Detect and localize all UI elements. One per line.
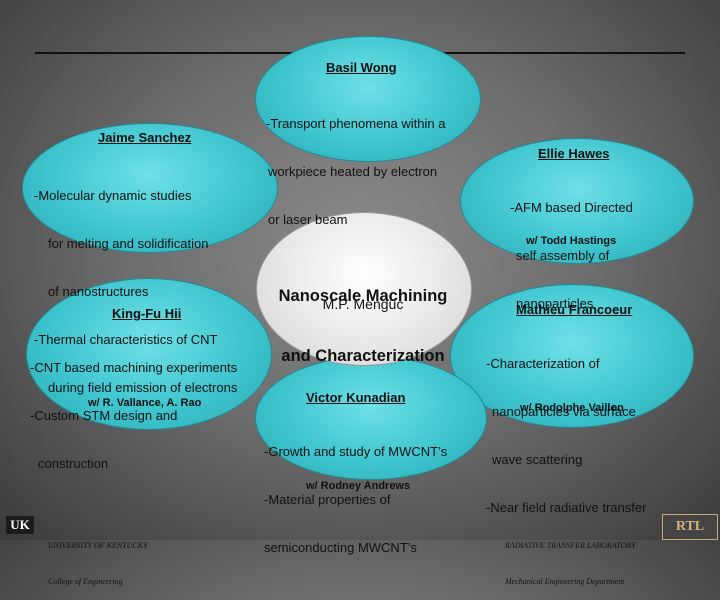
oval-ellie — [460, 138, 694, 264]
kingfu-desc: -CNT based machining experiments -Custom… — [30, 328, 237, 488]
kingfu-line: -CNT based machining experiments — [30, 360, 238, 375]
oval-kingfu — [26, 278, 272, 430]
center-pi: M.P. Mengüc — [322, 296, 404, 312]
mathieu-line: nanoparticles via surface — [492, 404, 636, 419]
jaime-line: during field emission of electrons — [48, 380, 238, 395]
rtl-logo: RTL — [662, 514, 718, 540]
jaime-desc: -Molecular dynamic studies for melting a… — [34, 156, 237, 412]
center-oval — [256, 212, 472, 366]
basil-desc: -Transport phenomena within a workpiece … — [266, 84, 445, 244]
jaime-line: -Thermal characteristics of CNT — [34, 332, 218, 347]
oval-basil — [255, 36, 481, 162]
basil-line: workpiece heated by electron — [268, 164, 438, 179]
ellie-desc: -AFM based Directed self assembly of nan… — [510, 168, 633, 328]
ellie-collab: w/ Todd Hastings — [526, 235, 617, 247]
jaime-name: Jaime Sanchez — [98, 130, 192, 145]
footer-left: UNIVERSITY OF KENTUCKY College of Engine… — [48, 516, 148, 600]
kingfu-line: construction — [38, 456, 109, 471]
footer-right-line2: Mechanical Engineering Department — [505, 577, 625, 586]
victor-line: -Material properties of — [264, 492, 391, 507]
mathieu-collab: w/ Rodolphe Vaillon — [520, 402, 624, 414]
center-title-line2: and Characterization — [281, 347, 445, 365]
mathieu-line: wave scattering — [492, 452, 583, 467]
mathieu-desc: -Characterization of nanoparticles via s… — [486, 324, 646, 532]
ellie-line: nanoparticles — [516, 296, 594, 311]
oval-victor — [255, 356, 487, 480]
footer-right: RADIATIVE TRANSFER LABORATORY Mechanical… — [505, 516, 636, 600]
kingfu-name: King-Fu Hii — [112, 306, 182, 321]
jaime-line: of nanostructures — [48, 284, 149, 299]
center-title-line1: Nanoscale Machining — [278, 287, 448, 305]
kingfu-line: -Custom STM design and — [30, 408, 178, 423]
jaime-line: -Molecular dynamic studies — [34, 188, 192, 203]
basil-name: Basil Wong — [326, 60, 397, 75]
uk-logo: UK — [6, 516, 34, 534]
kingfu-collab: w/ R. Vallance, A. Rao — [88, 397, 202, 409]
footer-left-line2: College of Engineering — [48, 577, 123, 586]
ellie-name: Ellie Hawes — [538, 146, 610, 161]
footer-right-line1: RADIATIVE TRANSFER LABORATORY — [505, 541, 636, 550]
mathieu-line: -Near field radiative transfer — [486, 500, 647, 515]
basil-line: or laser beam — [268, 212, 348, 227]
mathieu-name: Mathieu Francoeur — [516, 302, 633, 317]
ellie-line: self assembly of — [516, 248, 610, 263]
oval-mathieu — [450, 284, 694, 428]
ellie-line: -AFM based Directed — [510, 200, 633, 215]
victor-name: Victor Kunadian — [306, 390, 406, 405]
mathieu-line: -Characterization of — [486, 356, 600, 371]
jaime-line: for melting and solidification — [48, 236, 209, 251]
victor-line: semiconducting MWCNT’s — [264, 540, 417, 555]
footer-left-line1: UNIVERSITY OF KENTUCKY — [48, 541, 148, 550]
center-title: Nanoscale Machining and Characterization — [256, 246, 470, 386]
victor-line: -Growth and study of MWCNT’s — [264, 444, 448, 459]
victor-collab: w/ Rodney Andrews — [306, 480, 411, 492]
basil-line: -Transport phenomena within a — [266, 116, 446, 131]
oval-jaime — [22, 123, 278, 253]
